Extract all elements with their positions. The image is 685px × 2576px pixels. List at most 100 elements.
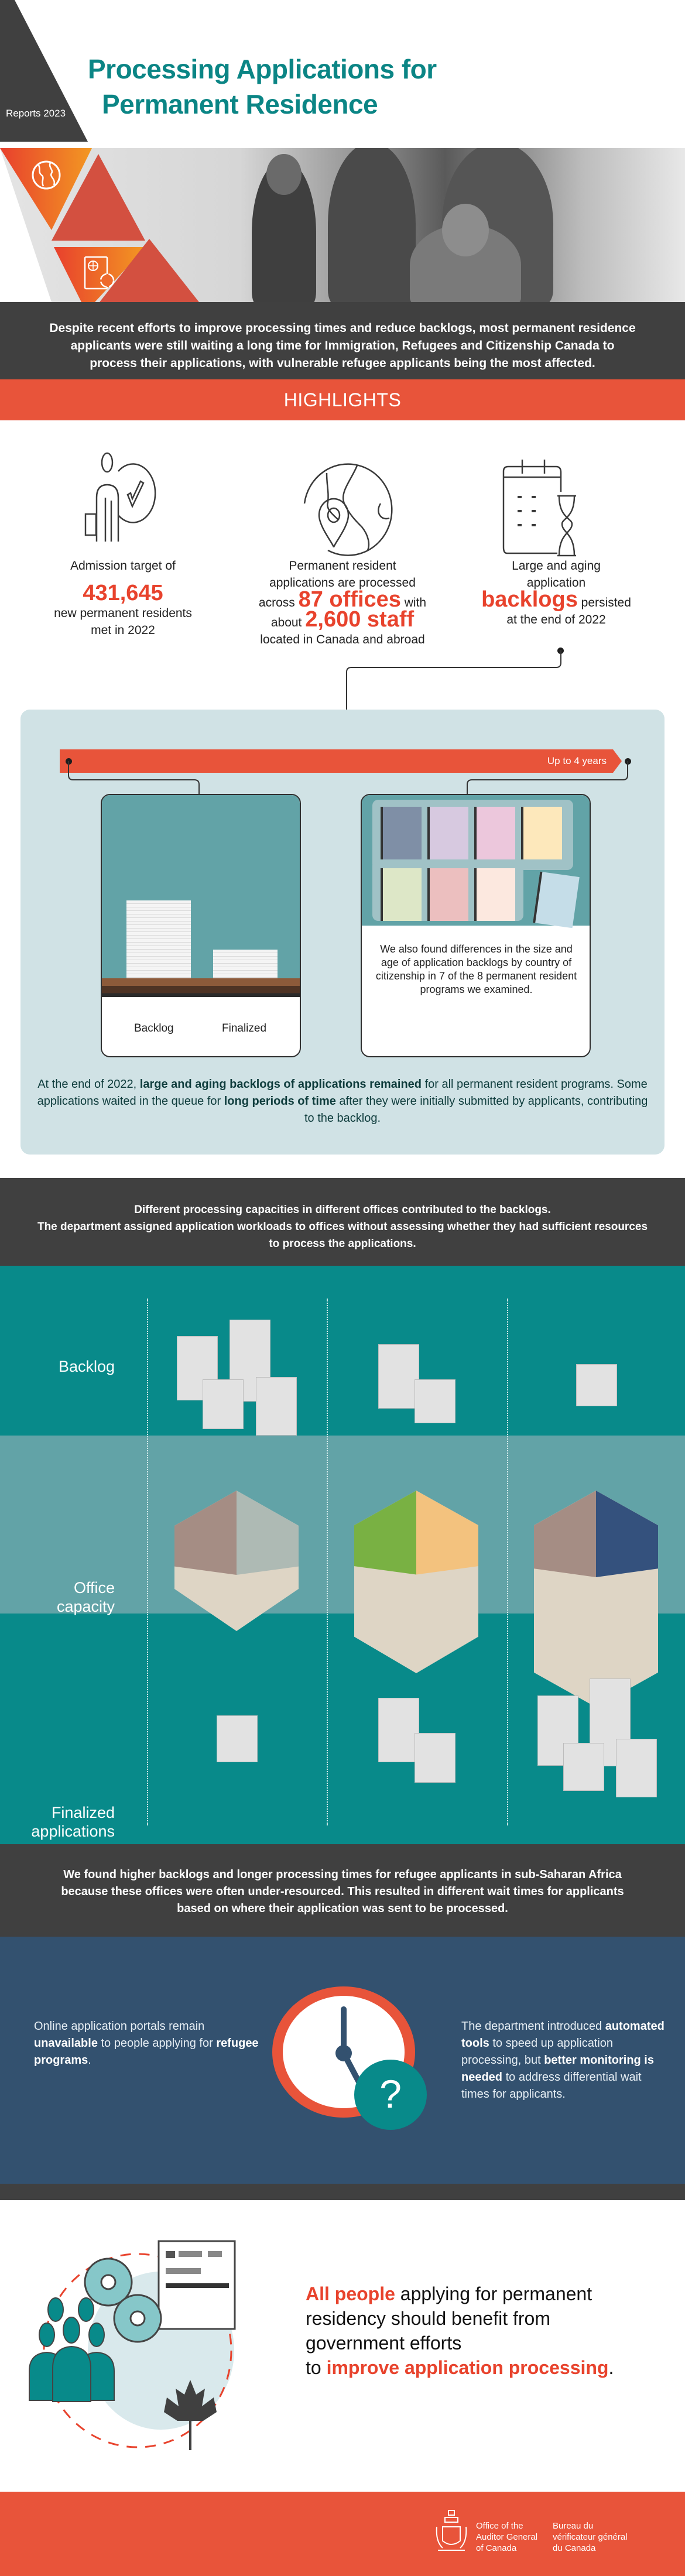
people-gears-maple-illustration [29, 2240, 236, 2450]
highlight-offices-about: about [270, 616, 302, 629]
summary-bold-1: large and aging backlogs of applications… [139, 1078, 422, 1091]
capacity-intro-banner: Different processing capacities in diffe… [0, 1178, 685, 1266]
backlogs-emphasis: backlogs [481, 587, 578, 612]
wooden-desk [102, 978, 300, 997]
binder-8-tilted [533, 871, 580, 929]
intro-text: Despite recent efforts to improve proces… [49, 321, 636, 370]
row-label-backlog: Backlog [58, 1358, 115, 1375]
binder-2 [427, 807, 468, 859]
timeline-right-connector [467, 761, 628, 795]
binder-4 [521, 807, 562, 859]
globe-location-pin-icon [303, 463, 393, 556]
finalized-label-l1: Finalized [51, 1804, 115, 1821]
ref-left-bold1: unavailable [34, 2037, 98, 2050]
oag-english-name: Office of the Auditor General of Canada [476, 2520, 537, 2554]
ref-left-mid: to people applying for [101, 2037, 213, 2050]
highlight-backlogs-line2: application [526, 576, 586, 590]
grid-divider-2 [327, 1299, 328, 1825]
highlight-admission-post2: met in 2022 [91, 624, 155, 637]
binder-3 [474, 807, 515, 859]
globe-icon [32, 160, 61, 190]
conclusion-red-2: improve application processing [326, 2357, 609, 2378]
summary-pre: At the end of 2022, [37, 1078, 137, 1091]
highlight-offices-with: with [404, 596, 427, 609]
office-label-l2: capacity [56, 1598, 115, 1615]
binders-illustration [362, 795, 590, 929]
label-backlog: Backlog [134, 1022, 174, 1034]
timeline-summary: At the end of 2022, large and aging back… [35, 1076, 650, 1127]
ref-right-bold2: better monitoring is needed [461, 2054, 654, 2084]
highlight-offices: Permanent resident applications are proc… [246, 557, 439, 648]
finalized-stack [415, 1733, 455, 1783]
photo-figure-adult [328, 148, 416, 302]
photo-head-girl [442, 204, 489, 256]
refugee-intro-banner: We found higher backlogs and longer proc… [0, 1844, 685, 1937]
series-label: Reports 2023 [6, 108, 66, 119]
ref-left-bold2: refugee programs [34, 2037, 259, 2067]
ref-right-bold1: automated tools [461, 2020, 665, 2050]
refugee-intro-text: We found higher backlogs and longer proc… [61, 1868, 624, 1915]
office-room-large [534, 1491, 658, 1707]
footer-bar [0, 2492, 685, 2576]
conclusion-end: . [608, 2357, 614, 2378]
conclusion-text-1: applying for permanent residency should … [306, 2283, 592, 2354]
binders-card-text: We also found differences in the size an… [375, 943, 577, 995]
backlog-stack [378, 1344, 419, 1409]
footer-fr-2: vérificateur général [553, 2532, 628, 2542]
section-divider-strip [0, 2184, 685, 2200]
footer-fr-3: du Canada [553, 2543, 596, 2553]
header-dark-wedge [0, 0, 88, 142]
office-room-medium [354, 1491, 478, 1673]
backlog-vs-finalized-card: Backlog Finalized [101, 794, 301, 1057]
offices-count-value: 87 offices [298, 587, 401, 612]
admission-target-value: 431,645 [83, 581, 163, 605]
intro-banner: Despite recent efforts to improve proces… [0, 302, 685, 379]
grid-divider-3 [507, 1299, 508, 1825]
program-binders-card: We also found differences in the size an… [361, 794, 591, 1057]
capacity-intro-line2: The department assigned application work… [37, 1221, 648, 1250]
person-checkmark-icon [84, 452, 156, 542]
finalized-stack [217, 1715, 258, 1762]
finalized-stack [616, 1739, 657, 1797]
binder-1 [381, 807, 422, 859]
footer-en-3: of Canada [476, 2543, 517, 2553]
paper-stacks-illustration [102, 795, 300, 997]
clock-question-icon: ? [272, 1986, 427, 2130]
capacity-intro-line1: Different processing capacities in diffe… [134, 1204, 551, 1216]
backlog-stack [256, 1377, 297, 1436]
conclusion-text-2: to [306, 2357, 321, 2378]
backlog-stack [203, 1379, 244, 1429]
binder-5 [381, 868, 422, 921]
page-title: Processing Applications for Permanent Re… [88, 52, 437, 122]
binder-7 [474, 868, 515, 921]
summary-bold-2: long periods of time [224, 1095, 336, 1108]
highlight-backlogs-persisted: persisted [581, 596, 631, 609]
staff-count-value: 2,600 staff [305, 607, 415, 632]
footer-fr-1: Bureau du [553, 2521, 594, 2531]
highlight-offices-location: located in Canada and abroad [260, 633, 425, 646]
hero-photo-family [0, 148, 685, 302]
calendar-hourglass-icon [502, 460, 576, 557]
finalized-stack [378, 1698, 419, 1762]
highlight-offices-line2: applications are processed [269, 576, 416, 590]
title-line-1: Processing Applications for [88, 54, 437, 84]
footer-en-1: Office of the [476, 2521, 523, 2531]
finalized-label-l2: applications [31, 1823, 115, 1840]
coat-of-arms-icon [436, 2510, 467, 2551]
highlight-backlogs-line-last: at the end of 2022 [506, 613, 606, 626]
timeline-arrow-label: Up to 4 years [547, 755, 607, 766]
photo-head-boy [266, 154, 302, 195]
ref-left-pre: Online application portals remain [34, 2020, 205, 2033]
conclusion-red-1: All people [306, 2283, 395, 2304]
oag-french-name: Bureau du vérificateur général du Canada [553, 2520, 628, 2554]
grid-divider-1 [147, 1299, 148, 1825]
row-label-office-capacity: Office capacity [23, 1578, 115, 1616]
title-line-2: Permanent Residence [102, 89, 378, 119]
summary-post: after they were initially submitted by a… [304, 1095, 648, 1125]
highlight-admission: Admission target of 431,645 new permanen… [26, 557, 220, 639]
conclusion-statement: All people applying for permanent reside… [306, 2282, 633, 2380]
row-label-finalized: Finalized applications [12, 1803, 115, 1841]
footer-en-2: Auditor General [476, 2532, 538, 2542]
highlight-backlogs-line1: Large and aging [512, 559, 601, 573]
summary-mid: for all permanent resident programs. Som… [37, 1078, 648, 1108]
